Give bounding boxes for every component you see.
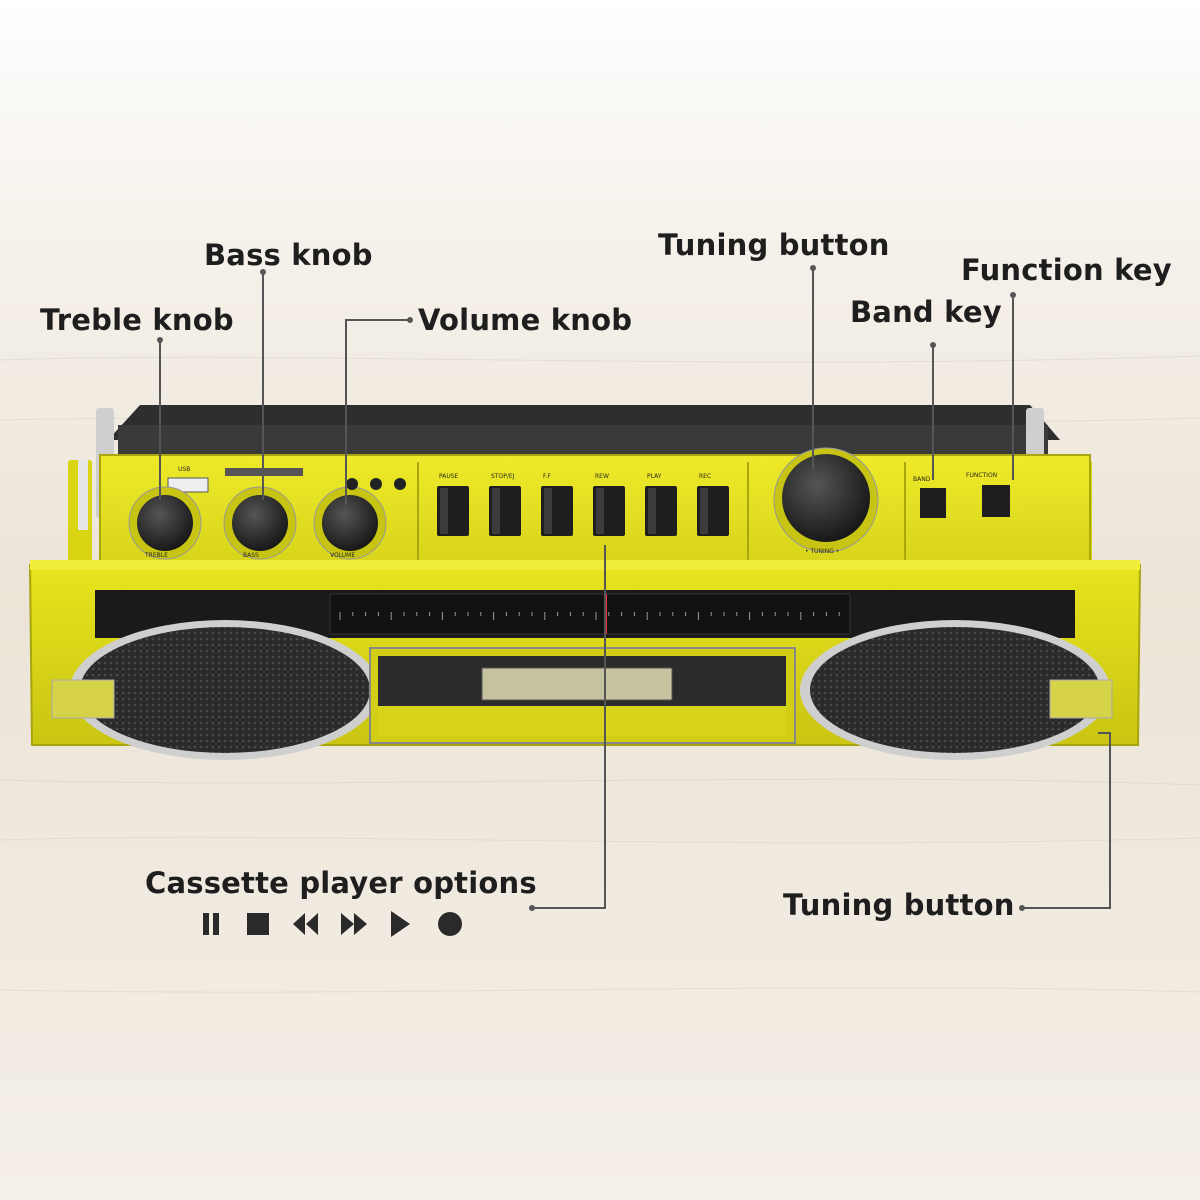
volume-knob[interactable] [313,486,387,560]
tuning-knob[interactable] [773,447,879,553]
callout-bass-knob: Bass knob [204,238,373,272]
volume-leader [345,319,410,505]
cassette-deck[interactable] [369,647,796,744]
callout-tuning-button-top: Tuning button [658,228,890,262]
record-key-highlight [700,488,708,534]
mode-button-2[interactable] [370,478,382,490]
rewind-key-highlight [596,488,604,534]
function-switch[interactable] [982,485,1010,517]
key-label-play: PLAY [647,473,662,480]
band-label: BAND [913,476,931,483]
play-icon [391,911,410,937]
callout-cassette-options: Cassette player options [145,866,537,900]
key-label-rewind: REW [595,473,609,480]
callout-function-key: Function key [961,253,1172,287]
leader-dot [157,337,163,343]
key-label-stop-eject: STOP/EJ [491,473,515,480]
callout-volume-knob: Volume knob [418,303,633,337]
leader-lines [157,265,1111,911]
cassette-symbols [203,911,462,937]
key-label-pause: PAUSE [439,473,459,480]
leader-dot [529,905,535,911]
leader-dot [810,265,816,271]
fast-forward-key-highlight [544,488,552,534]
left-handle-chrome [78,460,88,530]
right-speaker [800,620,1110,760]
usb-label: USB [178,466,191,473]
left-side-grill [51,679,115,719]
cassette-leader [532,545,606,909]
stop-icon [247,913,269,935]
rewind-icon [293,913,318,935]
function-label: FUNCTION [966,472,998,479]
pause-icon [203,913,219,935]
callout-tuning-button-bottom: Tuning button [783,888,1015,922]
callout-treble-knob: Treble knob [40,303,234,337]
stop-eject-key-highlight [492,488,500,534]
tuning-bottom-leader [1022,732,1111,909]
volume-label: VOLUME [330,552,356,559]
key-label-fast-forward: F.F [543,473,551,480]
key-label-record: REC [699,473,712,480]
bass-knob[interactable] [223,486,297,560]
leader-dot [1019,905,1025,911]
callout-band-key: Band key [850,295,1002,329]
mode-button-3[interactable] [394,478,406,490]
right-side-grill [1049,679,1113,719]
tuning-label: • TUNING • [805,548,840,555]
cassette-keys [437,486,729,536]
play-key-highlight [648,488,656,534]
treble-label: TREBLE [145,552,168,559]
leader-dot [260,269,266,275]
band-switch[interactable] [920,488,946,518]
leader-dot [407,317,413,323]
treble-knob[interactable] [128,486,202,560]
usb-port[interactable] [167,477,209,493]
bass-label: BASS [243,552,259,559]
record-icon [438,912,462,936]
pause-key-highlight [440,488,448,534]
fast-forward-icon [341,913,367,935]
dial-scale [339,612,840,620]
leader-dot [1010,292,1016,298]
mode-button-1[interactable] [346,478,358,490]
left-speaker [70,620,380,760]
leader-dot [930,342,936,348]
